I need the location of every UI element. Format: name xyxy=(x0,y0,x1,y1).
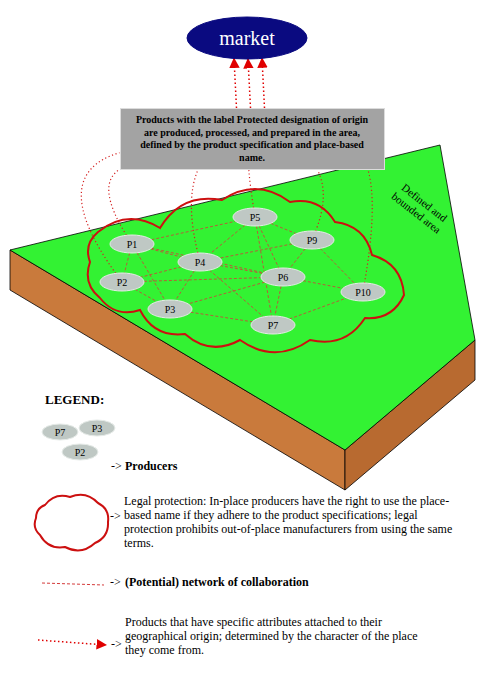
producer-ellipse: P4 xyxy=(177,252,223,272)
node-text: P7 xyxy=(268,320,279,331)
origin-link xyxy=(109,170,127,236)
producer-ellipse: P3 xyxy=(78,419,116,437)
collaboration-line xyxy=(210,225,245,254)
market-ellipse: market xyxy=(186,16,308,60)
collaboration-line xyxy=(271,223,297,233)
market-arrow xyxy=(234,59,237,109)
collaboration-line xyxy=(151,221,235,239)
legend-text: Producers xyxy=(125,459,177,473)
origin-link xyxy=(365,170,373,283)
legend-network-sample xyxy=(42,583,104,585)
legend-text: Legal protection: In-place producers hav… xyxy=(124,494,462,551)
collaboration-line xyxy=(209,270,263,317)
collaboration-line xyxy=(320,248,355,283)
legend-title: LEGEND: xyxy=(45,392,104,408)
producer-ellipse: P6 xyxy=(260,267,306,287)
node-text: P7 xyxy=(55,427,66,438)
collaboration-line xyxy=(141,267,182,277)
legend-pointer: -> xyxy=(111,459,122,473)
legend-pointer: -> xyxy=(111,637,122,651)
legend-pointer: -> xyxy=(110,575,121,589)
producer-ellipse: P7 xyxy=(250,315,296,335)
node-text: P2 xyxy=(117,277,128,288)
collaboration-line xyxy=(188,282,265,304)
producer-ellipse: P1 xyxy=(109,234,155,254)
collaboration-line xyxy=(289,298,346,319)
collaboration-line xyxy=(151,249,182,257)
node-text: P4 xyxy=(195,257,206,268)
origin-link xyxy=(316,170,324,231)
collaboration-line xyxy=(176,271,195,301)
legend-product-sample xyxy=(38,640,106,645)
origin-link xyxy=(249,170,254,208)
producer-ellipse: P3 xyxy=(147,299,193,319)
collaboration-line xyxy=(290,249,306,269)
protection-outline xyxy=(88,189,404,352)
box-text: Products with the label Protected design… xyxy=(129,114,376,164)
node-text: P2 xyxy=(75,447,86,458)
node-text: P3 xyxy=(165,304,176,315)
legend-outline-sample xyxy=(35,495,109,551)
legend-pointer: -> xyxy=(110,509,121,523)
producer-ellipse: P9 xyxy=(289,230,335,250)
node-text: P1 xyxy=(127,239,138,250)
origin-link xyxy=(191,170,197,253)
node-text: market xyxy=(219,27,275,49)
producer-ellipse: P7 xyxy=(41,423,79,441)
producer-ellipse: P2 xyxy=(99,272,145,292)
producer-ellipse: P5 xyxy=(232,207,278,227)
collaboration-line xyxy=(303,281,343,289)
collaboration-line xyxy=(151,248,263,273)
collaboration-line xyxy=(191,312,253,322)
node-text: P9 xyxy=(307,235,318,246)
node-text: P3 xyxy=(92,423,103,434)
market-arrow xyxy=(262,58,265,108)
collaboration-line xyxy=(135,289,157,301)
collaboration-line xyxy=(144,278,261,282)
collaboration-line xyxy=(124,253,129,273)
node-text: P6 xyxy=(278,272,289,283)
origin-link xyxy=(81,153,119,274)
producer-ellipse: P2 xyxy=(61,443,99,461)
legend-text: Products that have specific attributes a… xyxy=(125,615,430,657)
node-text: P5 xyxy=(250,212,261,223)
legend-text: (Potential) network of collaboration xyxy=(125,575,309,589)
market-arrow xyxy=(248,59,251,108)
collaboration-line xyxy=(275,286,281,316)
producer-ellipse: P10 xyxy=(340,282,386,302)
node-text: P10 xyxy=(355,287,371,298)
label-box: Products with the label Protected design… xyxy=(120,108,385,170)
area-surface xyxy=(10,145,475,450)
collaboration-line xyxy=(220,266,263,274)
collaboration-line xyxy=(220,244,292,258)
